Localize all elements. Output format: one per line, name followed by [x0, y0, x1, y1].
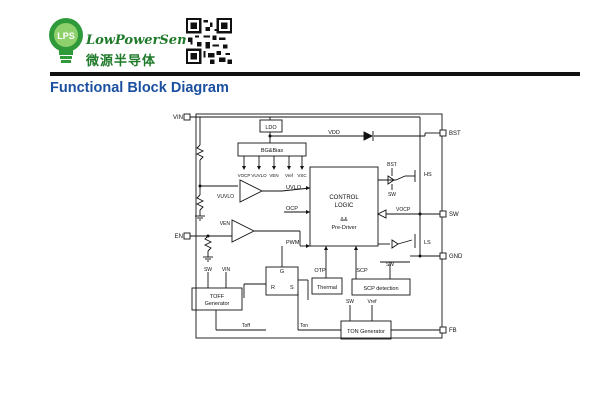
- pwm-label: PWM: [286, 240, 300, 246]
- sw-label-b: SW: [386, 262, 394, 268]
- ldo-label: LDO: [265, 125, 277, 131]
- scp-block: [351, 278, 411, 296]
- ls-label: LS: [424, 240, 431, 246]
- ldo-block: [259, 119, 283, 133]
- v-tap-label: VUVLO: [251, 173, 267, 178]
- latch-g-label: G: [280, 269, 284, 275]
- company-logo: LPS LowPowerSemi 微源半导体: [48, 16, 196, 71]
- pin-label-sw: SW: [449, 212, 459, 218]
- ven-label: VEN: [220, 221, 231, 227]
- toff-label-1: TOFF: [210, 294, 225, 300]
- v-tap-label: VSC: [297, 173, 307, 178]
- v-tap-label: Vref: [285, 173, 294, 178]
- page-title: Functional Block Diagram: [50, 80, 229, 96]
- bst-small-label: BST: [387, 162, 397, 168]
- ton-label: TON Generator: [347, 329, 385, 335]
- bootstrap-diode: [363, 131, 374, 141]
- vdd-label: VDD: [328, 130, 340, 136]
- vuvlo-label: VUVLO: [217, 194, 234, 200]
- hs-label: HS: [424, 172, 432, 178]
- pin-sw: [439, 210, 447, 218]
- latch-r-label: R: [271, 285, 275, 291]
- uvlo-label: UVLO: [286, 185, 302, 191]
- toff-label-2: Generator: [205, 301, 230, 307]
- vin-label-a: VIN: [222, 267, 231, 273]
- bgbias-label: BG&Bias: [261, 148, 284, 154]
- otp-label: OTP: [314, 268, 326, 274]
- svg-text:LPS: LPS: [57, 31, 75, 41]
- bgbias-block: [237, 142, 307, 157]
- scp-label: SCP detection: [363, 286, 398, 292]
- sw-label-d: SW: [346, 299, 354, 305]
- header-divider: [50, 72, 580, 76]
- pin-label-vin: VIN: [173, 115, 183, 121]
- pin-label-en: EN: [175, 234, 183, 240]
- v-tap-label: VEN: [269, 173, 278, 178]
- control-label-1: CONTROL: [329, 195, 359, 201]
- pin-bst: [439, 129, 447, 137]
- thermal-block: [311, 277, 343, 295]
- pin-label-bst: BST: [449, 131, 461, 137]
- vref-label: Vref: [368, 299, 378, 305]
- pin-label-gnd: GND: [449, 254, 463, 260]
- thermal-label: Thermal: [317, 285, 337, 291]
- uvlo-comparator: [239, 179, 264, 203]
- control-label-4: Pre-Driver: [331, 225, 356, 231]
- control-label-3: &&: [340, 217, 348, 223]
- ton-signal-label: Ton: [300, 323, 308, 329]
- brand-name-en: LowPowerSemi: [86, 33, 196, 48]
- brand-name-cn: 微源半导体: [86, 53, 157, 68]
- en-comparator: [231, 219, 256, 243]
- toff-generator-block: [191, 287, 243, 311]
- pin-fb: [439, 326, 447, 334]
- control-logic-block: [309, 166, 379, 247]
- toff-signal-label: Toff: [242, 323, 251, 329]
- pin-en: [183, 232, 191, 240]
- vocp-label: VOCP: [396, 207, 411, 213]
- ic-outline: [195, 113, 443, 339]
- qr-code-icon: [186, 18, 232, 64]
- sw-label-c: SW: [204, 267, 212, 273]
- lightbulb-logo-icon: LPS: [49, 18, 83, 63]
- sw-label-a: SW: [388, 192, 396, 198]
- pin-label-fb: FB: [449, 328, 457, 334]
- scp-signal-label: SCP: [356, 268, 368, 274]
- pin-vin: [183, 113, 191, 121]
- v-tap-label: VOCP: [238, 173, 251, 178]
- ocp-label: OCP: [286, 206, 298, 212]
- control-label-2: LOGIC: [335, 203, 354, 209]
- pin-gnd: [439, 252, 447, 260]
- latch-s-label: S: [290, 285, 294, 291]
